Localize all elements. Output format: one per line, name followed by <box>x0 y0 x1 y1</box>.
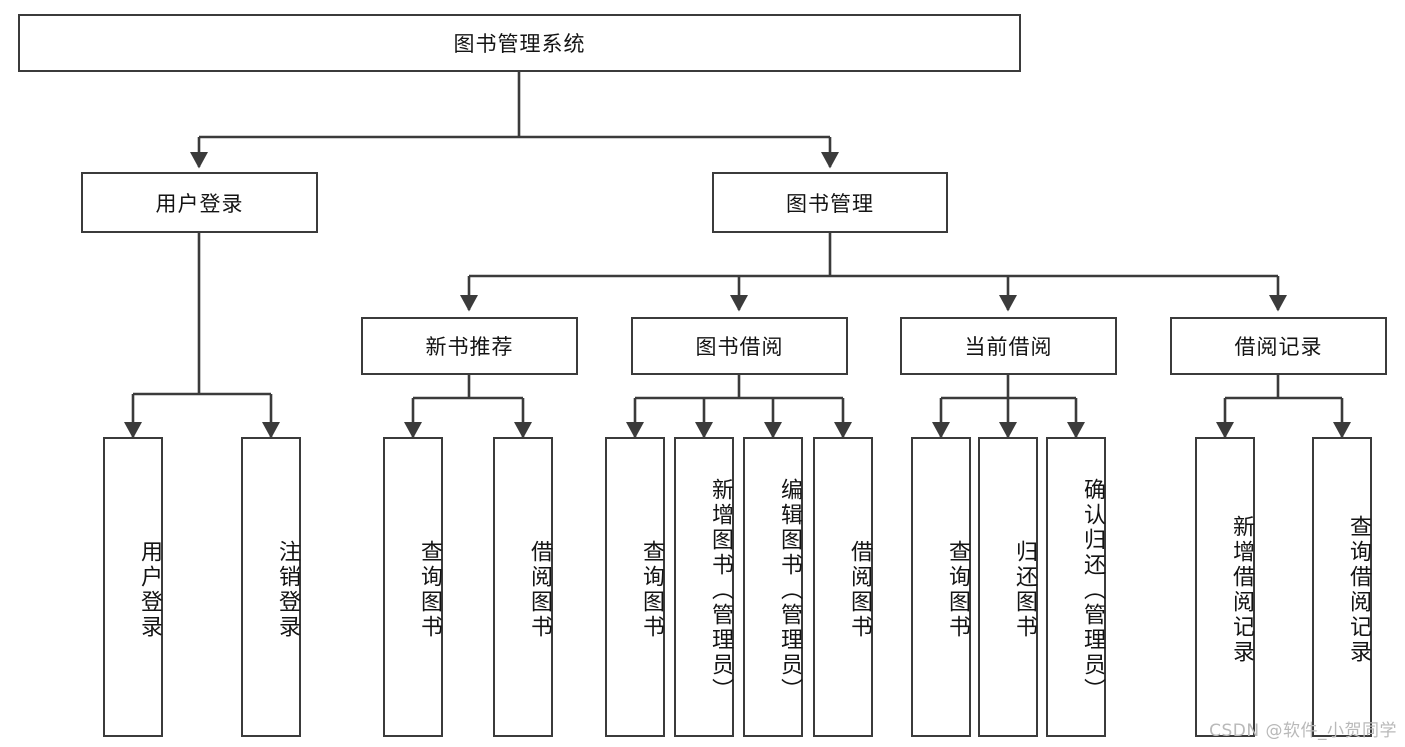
leaf-query-book-recommend[interactable]: 查询图书 <box>383 437 443 737</box>
node-label: 新增图书（管理员） <box>708 477 733 703</box>
leaf-confirm-return[interactable]: 确认归还（管理员） <box>1046 437 1106 737</box>
node-label: 注销登录 <box>275 540 300 640</box>
node-book-management[interactable]: 图书管理 <box>712 172 948 233</box>
leaf-add-book[interactable]: 新增图书（管理员） <box>674 437 734 737</box>
leaf-borrow-book-recommend[interactable]: 借阅图书 <box>493 437 553 737</box>
node-label: 借阅图书 <box>527 540 552 640</box>
node-label: 图书借阅 <box>695 335 784 359</box>
node-label: 当前借阅 <box>964 335 1053 359</box>
node-current-borrow[interactable]: 当前借阅 <box>900 317 1117 375</box>
leaf-logout-login[interactable]: 注销登录 <box>241 437 301 737</box>
watermark: CSDN @软件_小贺同学 <box>1209 721 1397 741</box>
node-label: 查询借阅记录 <box>1346 515 1371 665</box>
node-book-borrow[interactable]: 图书借阅 <box>631 317 848 375</box>
leaf-query-borrow-record[interactable]: 查询借阅记录 <box>1312 437 1372 737</box>
node-label: 借阅图书 <box>847 540 872 640</box>
node-label: 确认归还（管理员） <box>1080 477 1105 703</box>
leaf-query-book-current[interactable]: 查询图书 <box>911 437 971 737</box>
leaf-add-borrow-record[interactable]: 新增借阅记录 <box>1195 437 1255 737</box>
node-label: 图书管理系统 <box>453 32 586 56</box>
node-label: 借阅记录 <box>1234 335 1323 359</box>
node-user-login[interactable]: 用户登录 <box>81 172 318 233</box>
node-label: 新书推荐 <box>425 335 514 359</box>
node-label: 用户登录 <box>137 540 162 640</box>
leaf-borrow-book[interactable]: 借阅图书 <box>813 437 873 737</box>
node-borrow-record[interactable]: 借阅记录 <box>1170 317 1387 375</box>
node-label: 用户登录 <box>155 191 244 216</box>
node-label: 图书管理 <box>786 191 874 216</box>
node-new-book-recommend[interactable]: 新书推荐 <box>361 317 578 375</box>
leaf-query-book-borrow[interactable]: 查询图书 <box>605 437 665 737</box>
node-label: 查询图书 <box>417 540 442 640</box>
node-label: 新增借阅记录 <box>1229 515 1254 665</box>
leaf-edit-book[interactable]: 编辑图书（管理员） <box>743 437 803 737</box>
node-label: 归还图书 <box>1012 540 1037 640</box>
node-label: 编辑图书（管理员） <box>777 477 802 703</box>
leaf-user-login[interactable]: 用户登录 <box>103 437 163 737</box>
node-label: 查询图书 <box>945 540 970 640</box>
node-book-management-system[interactable]: 图书管理系统 <box>18 14 1021 72</box>
leaf-return-book[interactable]: 归还图书 <box>978 437 1038 737</box>
node-label: 查询图书 <box>639 540 664 640</box>
